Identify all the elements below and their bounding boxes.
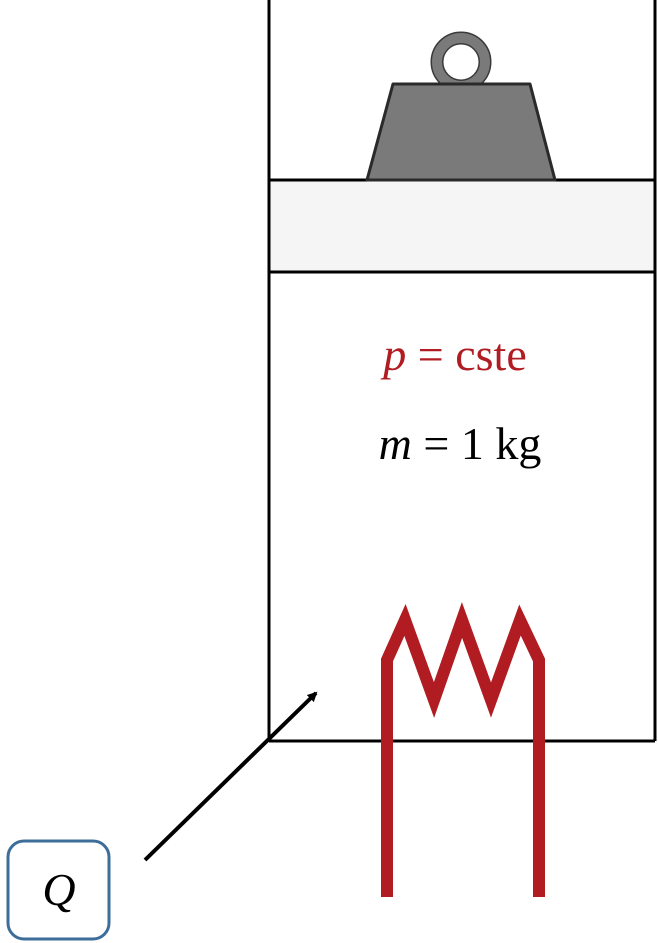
mass-value: 1 kg (461, 418, 542, 469)
heating-coil-icon (381, 602, 545, 897)
piston (267, 178, 657, 274)
mass-label: m = 1 kg (379, 418, 542, 469)
cylinder (267, 0, 657, 743)
mass-equals: = (412, 418, 461, 469)
pressure-equals: = (406, 329, 455, 380)
heat-arrow (143, 691, 318, 862)
pressure-symbol: p (380, 329, 406, 380)
mass-symbol: m (379, 418, 412, 469)
pressure-value: cste (455, 329, 527, 380)
pressure-label: p = cste (380, 329, 526, 380)
heat-label-box: Q (6, 839, 111, 941)
weight-icon (365, 31, 557, 182)
heat-symbol: Q (42, 864, 75, 915)
